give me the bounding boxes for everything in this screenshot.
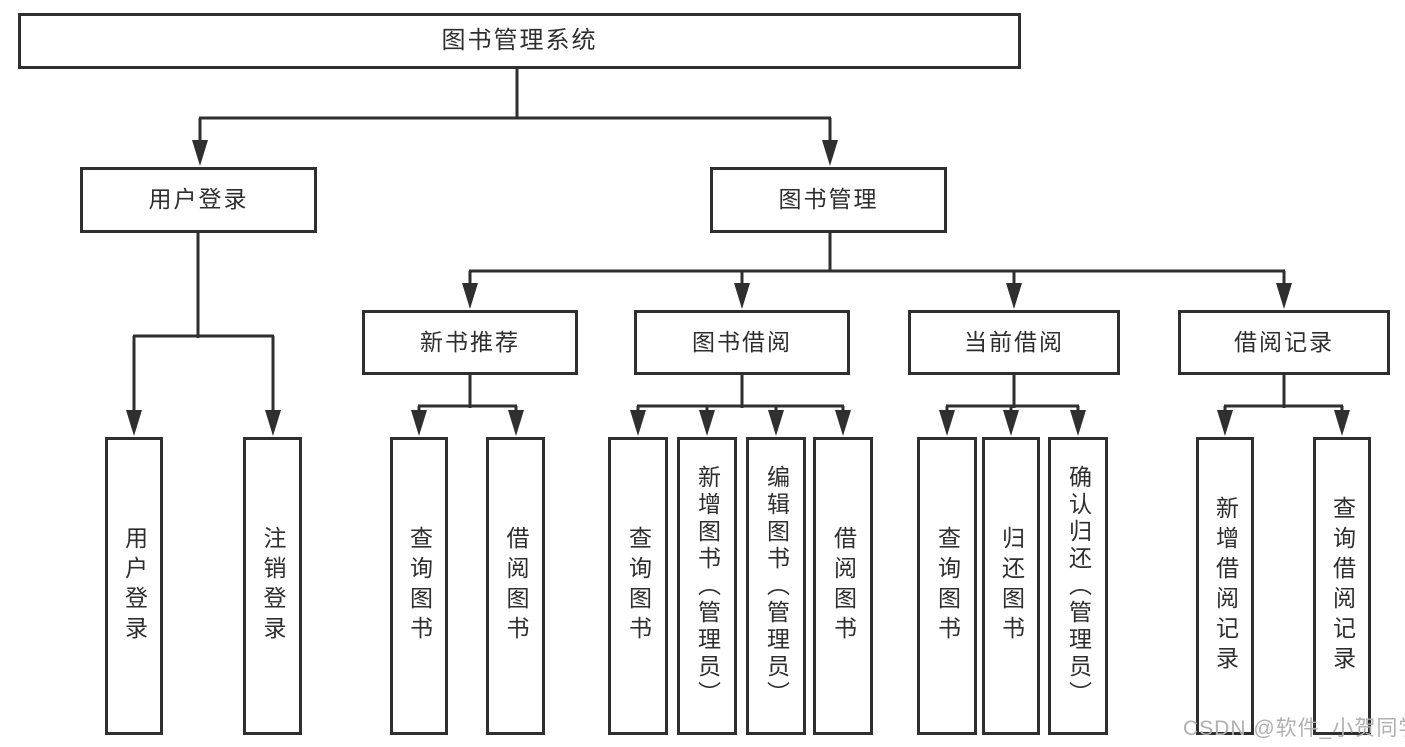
leaf-user-login: 用户登录 <box>105 437 163 735</box>
watermark-text: CSDN @软件_小贺同学 <box>1183 717 1405 740</box>
node-book-management: 图书管理 <box>710 167 947 233</box>
node-new-book-recommendation: 新书推荐 <box>362 310 578 375</box>
leaf-borrow-books-borrowing: 借阅图书 <box>813 437 873 735</box>
leaf-query-books-current: 查询图书 <box>917 437 977 735</box>
leaf-query-books-borrowing: 查询图书 <box>608 437 668 735</box>
leaf-borrow-books-recommend: 借阅图书 <box>486 437 545 735</box>
leaf-confirm-return-admin: 确认归还（管理员） <box>1048 437 1108 735</box>
node-current-borrowing: 当前借阅 <box>908 310 1120 375</box>
leaf-logout: 注销登录 <box>243 437 302 735</box>
leaf-return-books: 归还图书 <box>982 437 1040 735</box>
leaf-add-books-admin: 新增图书（管理员） <box>677 437 737 735</box>
leaf-add-borrow-record: 新增借阅记录 <box>1196 437 1254 735</box>
node-library-management-system: 图书管理系统 <box>18 13 1021 69</box>
leaf-query-borrow-record: 查询借阅记录 <box>1313 437 1371 735</box>
node-user-login: 用户登录 <box>80 167 317 233</box>
node-borrowing-records: 借阅记录 <box>1178 310 1390 375</box>
leaf-edit-books-admin: 编辑图书（管理员） <box>746 437 806 735</box>
leaf-query-books-recommend: 查询图书 <box>390 437 448 735</box>
node-book-borrowing: 图书借阅 <box>634 310 850 375</box>
